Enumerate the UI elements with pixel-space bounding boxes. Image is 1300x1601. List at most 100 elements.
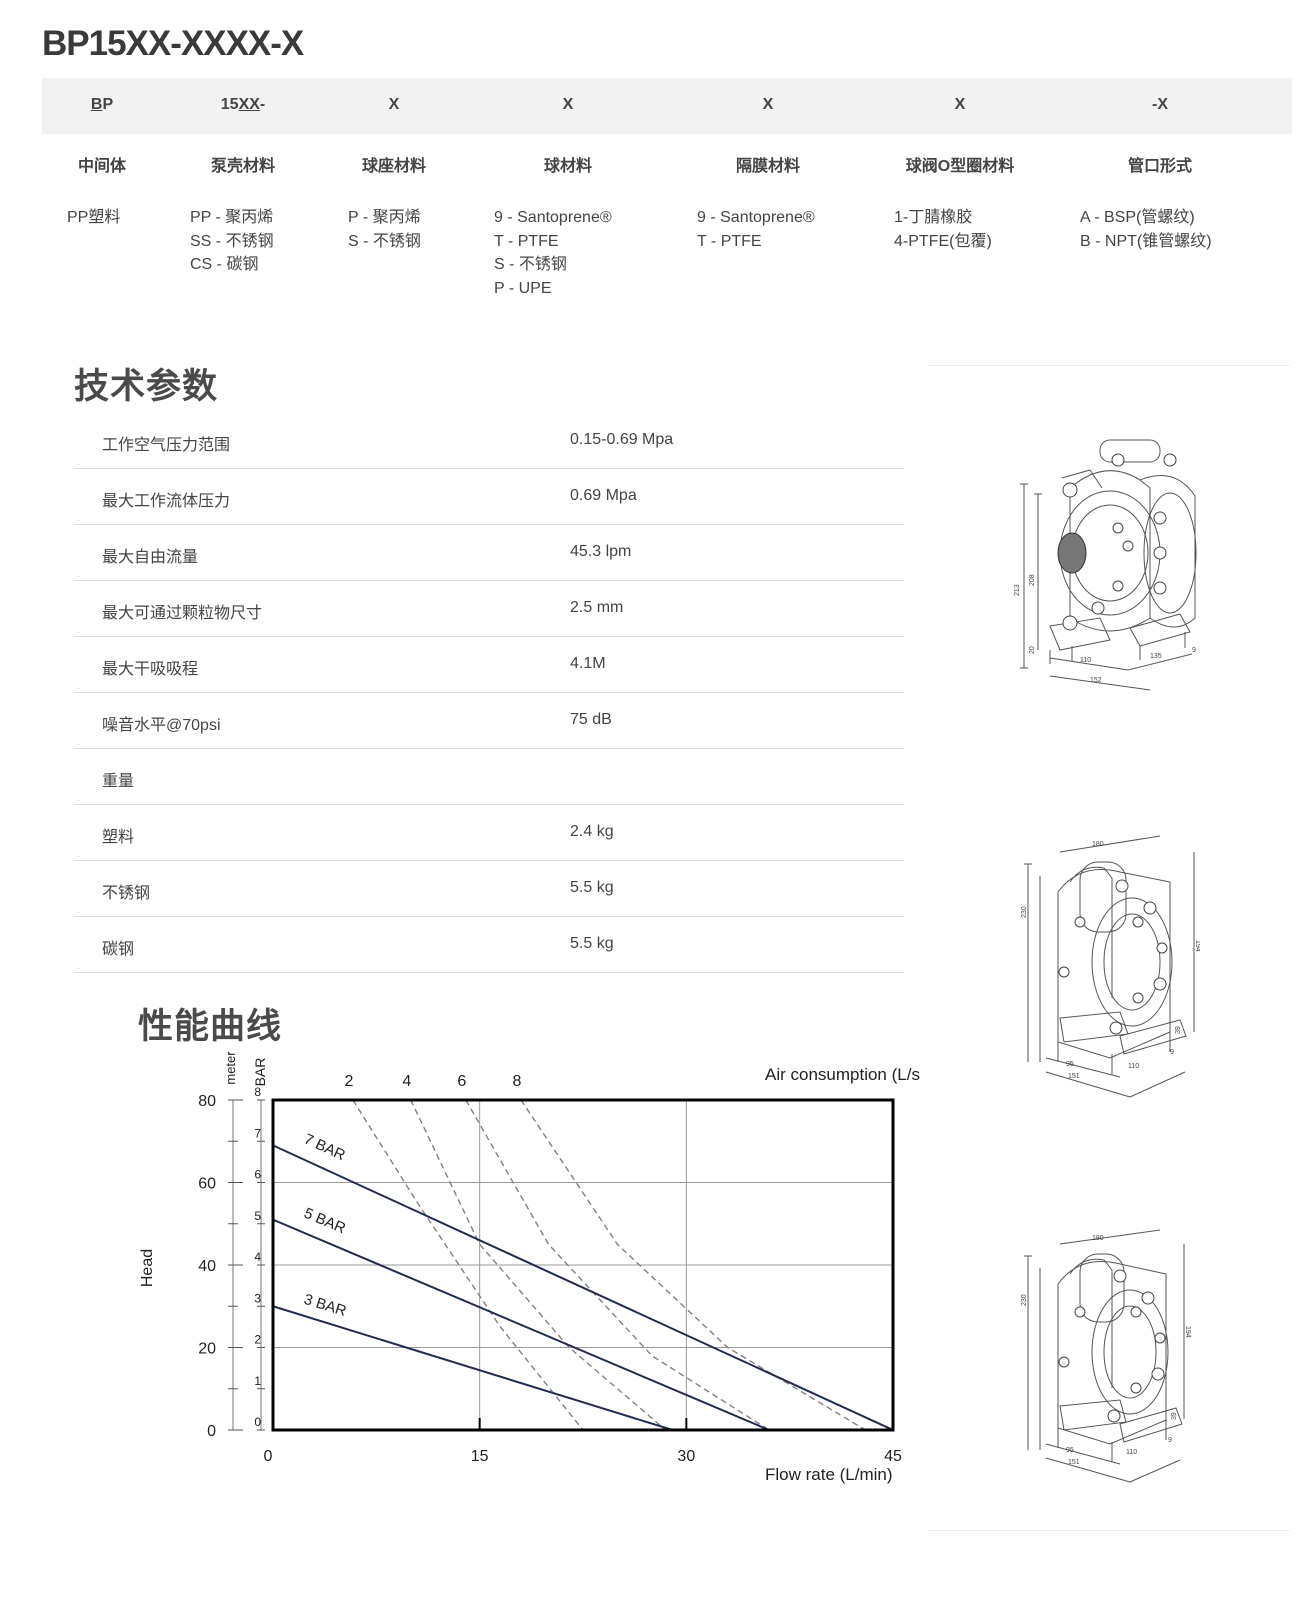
- model-code-segment: X: [762, 96, 774, 113]
- options-body-material: PP塑料: [67, 209, 121, 226]
- svg-text:9: 9: [1168, 1437, 1172, 1444]
- spec-row: 噪音水平@70psi 75 dB: [74, 693, 904, 749]
- model-code-segment: 15XX-: [220, 96, 266, 113]
- spec-value: 5.5 kg: [570, 879, 614, 896]
- svg-text:95: 95: [1066, 1447, 1074, 1454]
- svg-text:194: 194: [1184, 1326, 1191, 1338]
- svg-text:39: 39: [1175, 1026, 1182, 1034]
- svg-text:20: 20: [1029, 646, 1036, 654]
- tech-params-heading: 技术参数: [74, 367, 219, 406]
- spec-row: 不锈钢 5.5 kg: [74, 861, 904, 917]
- spec-label: 最大工作流体压力: [102, 493, 231, 510]
- air-consumption-curve: [465, 1099, 770, 1431]
- pressure-curve: [272, 1144, 894, 1431]
- spec-value: 5.5 kg: [570, 935, 614, 952]
- product-model-title: BP15XX-XXXX-X: [42, 24, 304, 63]
- pressure-curve-label: 3 BAR: [302, 1291, 349, 1320]
- model-code-segment: X: [562, 96, 574, 113]
- spec-value: 45.3 lpm: [570, 543, 632, 560]
- model-code-segment: BP: [90, 96, 114, 113]
- spec-label: 噪音水平@70psi: [102, 717, 221, 734]
- bar-tick-label: 0: [254, 1415, 261, 1429]
- spec-value: 0.15-0.69 Mpa: [570, 431, 674, 448]
- svg-text:230: 230: [1021, 906, 1028, 918]
- air-consumption-curve: [352, 1099, 584, 1431]
- category-label: 球座材料: [361, 158, 427, 175]
- air-consumption-label: 6: [457, 1073, 466, 1090]
- bar-tick-label: 3: [254, 1291, 261, 1305]
- svg-text:110: 110: [1126, 1449, 1137, 1456]
- svg-text:39: 39: [1171, 1412, 1178, 1420]
- chart-grid: [273, 1100, 893, 1430]
- x-tick-label: 0: [264, 1448, 273, 1465]
- pump-drawing-3: 180 230 194 95 151 110 9 39: [1021, 1229, 1191, 1483]
- options-housing-material: PP - 聚丙烯 SS - 不锈钢 CS - 碳钢: [190, 209, 274, 273]
- spec-value: 75 dB: [570, 711, 612, 728]
- pressure-curve-label: 5 BAR: [301, 1205, 348, 1238]
- model-code-segment: X: [388, 96, 400, 113]
- meter-tick-label: 0: [207, 1423, 216, 1440]
- options-port-type: A - BSP(管螺纹) B - NPT(锥管螺纹): [1080, 209, 1212, 250]
- svg-text:151: 151: [1068, 1459, 1080, 1466]
- spec-label: 碳钢: [102, 941, 135, 958]
- svg-text:110: 110: [1080, 657, 1091, 664]
- spec-row: 最大工作流体压力 0.69 Mpa: [74, 469, 904, 525]
- spec-row: 最大自由流量 45.3 lpm: [74, 525, 904, 581]
- bar-tick-label: 1: [254, 1374, 261, 1388]
- bar-tick-label: 7: [254, 1126, 261, 1140]
- spec-value: 2.4 kg: [570, 823, 614, 840]
- options-oring-material: 1-丁腈橡胶 4-PTFE(包覆): [894, 209, 992, 250]
- spec-label: 不锈钢: [102, 885, 151, 902]
- performance-curve-heading: 性能曲线: [138, 1007, 283, 1046]
- svg-text:180: 180: [1092, 1235, 1104, 1242]
- options-ball-material: 9 - Santoprene® T - PTFE S - 不锈钢 P - UPE: [494, 209, 612, 297]
- spec-row: 工作空气压力范围 0.15-0.69 Mpa: [74, 413, 904, 469]
- divider: [928, 1530, 1290, 1531]
- category-label: 球材料: [543, 158, 593, 175]
- pressure-curves: 7 BAR 5 BAR 3 BAR: [272, 1131, 894, 1431]
- pressure-curve-label: 7 BAR: [301, 1131, 348, 1165]
- pressure-curve: [272, 1218, 770, 1431]
- svg-text:135: 135: [1150, 653, 1162, 660]
- svg-text:230: 230: [1021, 1294, 1028, 1306]
- x-tick-label: 45: [884, 1448, 902, 1465]
- bar-tick-label: 4: [254, 1250, 261, 1264]
- air-consumption-curve: [410, 1099, 667, 1431]
- svg-text:152: 152: [1090, 677, 1102, 684]
- air-consumption-label: 4: [402, 1073, 411, 1090]
- pump-drawing-1: 213 208 110 135 152 9 20: [1014, 439, 1197, 691]
- spec-value: 4.1M: [570, 655, 606, 672]
- spec-label: 工作空气压力范围: [102, 437, 231, 454]
- air-consumption-curves: 2 4 6 8: [344, 1073, 866, 1431]
- category-label: 中间体: [77, 158, 127, 175]
- spec-label: 塑料: [102, 829, 135, 846]
- bar-tick-label: 6: [254, 1168, 261, 1182]
- meter-tick-label: 40: [198, 1258, 216, 1275]
- x-axis-label: Flow rate (L/min): [765, 1465, 893, 1484]
- pump-drawing-2: 180 230 194 95 151 110 9 39: [1021, 835, 1200, 1098]
- spec-table: 工作空气压力范围 0.15-0.69 Mpa 最大工作流体压力 0.69 Mpa 最…: [74, 413, 904, 973]
- svg-text:95: 95: [1066, 1061, 1074, 1068]
- spec-row: 重量: [74, 749, 904, 805]
- svg-text:110: 110: [1128, 1063, 1139, 1070]
- spec-value: 0.69 Mpa: [570, 487, 637, 504]
- options-diaphragm-material: 9 - Santoprene® T - PTFE: [697, 209, 815, 250]
- model-code-segment: -X: [1152, 96, 1168, 113]
- spec-label: 最大自由流量: [102, 549, 199, 566]
- air-consumption-label: 8: [513, 1073, 522, 1090]
- plot-frame: [271, 1098, 895, 1432]
- air-consumption-curve: [520, 1099, 866, 1431]
- svg-text:213: 213: [1014, 584, 1021, 596]
- spec-row: 塑料 2.4 kg: [74, 805, 904, 861]
- model-code-segment: X: [954, 96, 966, 113]
- meter-tick-label: 80: [198, 1093, 216, 1110]
- bar-tick-label: 2: [254, 1333, 261, 1347]
- bar-tick-label: 5: [254, 1209, 261, 1223]
- spec-value: 2.5 mm: [570, 599, 624, 616]
- svg-text:151: 151: [1068, 1073, 1080, 1080]
- air-consumption-label: 2: [344, 1073, 353, 1090]
